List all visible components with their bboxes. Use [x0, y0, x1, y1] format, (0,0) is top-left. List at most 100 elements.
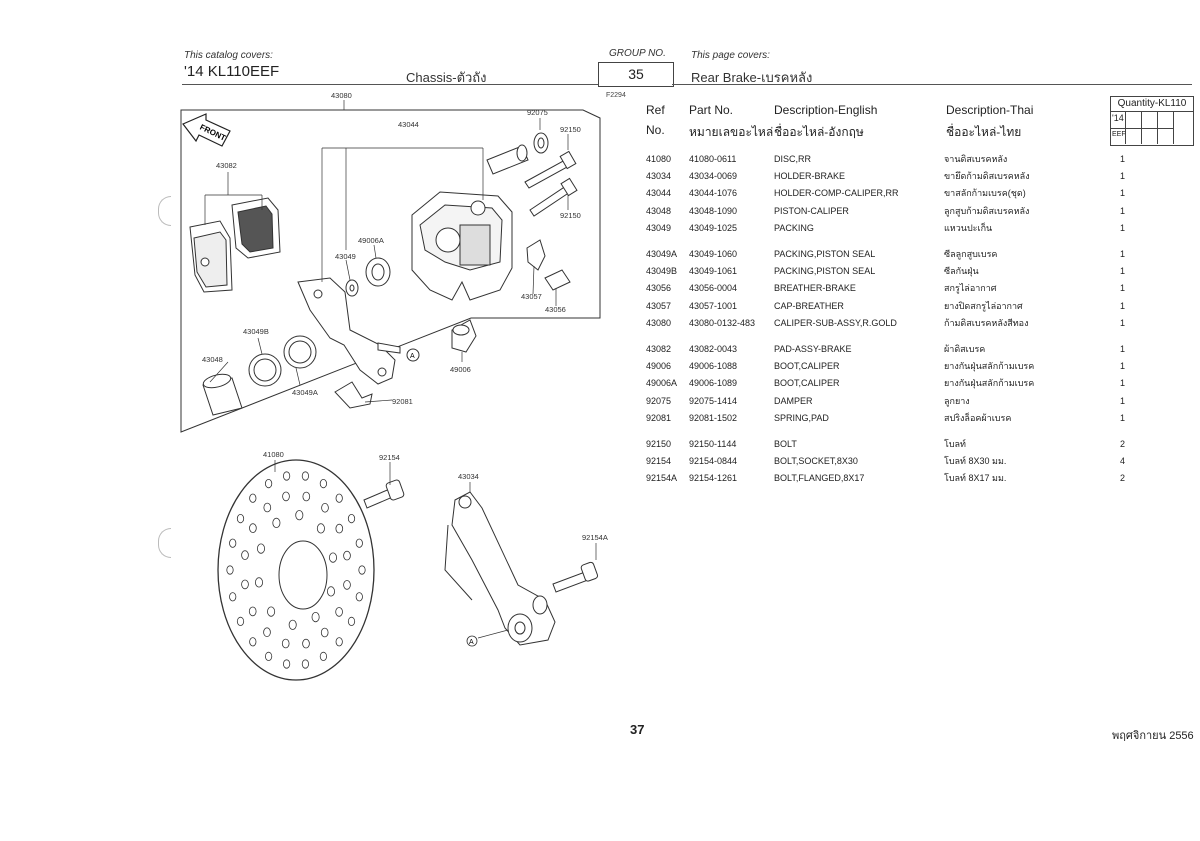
- callout-43044: 43044: [398, 120, 419, 129]
- ref-no: 92154A: [646, 473, 678, 484]
- seals: [345, 257, 391, 297]
- desc-english: HOLDER-BRAKE: [774, 171, 846, 182]
- disc-hole: [226, 565, 234, 575]
- part-no: 92081-1502: [689, 413, 738, 424]
- desc-english: BREATHER-BRAKE: [774, 283, 856, 294]
- page-number: 37: [630, 722, 645, 737]
- desc-english: PACKING: [774, 223, 814, 234]
- ref-no: 92150: [646, 438, 672, 449]
- ref-no: 43048: [646, 205, 672, 216]
- disc-hole: [301, 659, 309, 669]
- ref-no: 43056: [646, 283, 672, 294]
- desc-thai: ผ้าดิสเบรค: [944, 343, 986, 354]
- desc-english: DISC,RR: [774, 153, 812, 164]
- disc-hole: [319, 651, 327, 662]
- quantity: 2: [1120, 438, 1126, 449]
- callout-43048: 43048: [202, 355, 223, 364]
- desc-thai: ซีลกันฝุ่น: [944, 266, 979, 277]
- disc-hole: [264, 651, 273, 662]
- disc-hole: [335, 523, 344, 534]
- callout-49006a: 49006A: [358, 236, 384, 245]
- disc-hole: [326, 586, 335, 597]
- callout-43049: 43049: [335, 252, 356, 261]
- disc-hole: [229, 592, 237, 602]
- front-arrow-icon: FRONT: [182, 113, 231, 147]
- disc-hole: [335, 637, 343, 647]
- part-no: 92075-1414: [689, 395, 738, 406]
- group-number: 35: [598, 62, 674, 87]
- desc-english: HOLDER-COMP-CALIPER,RR: [774, 188, 899, 199]
- desc-thai: ยางปิดสกรูไล่อากาศ: [944, 300, 1023, 311]
- disc-hole: [316, 523, 325, 534]
- desc-english: BOLT,FLANGED,8X17: [774, 473, 865, 484]
- disc-hole: [281, 638, 290, 649]
- disc-hole: [254, 577, 263, 588]
- ref-no: 43049A: [646, 248, 678, 259]
- part-no: 92150-1144: [689, 438, 737, 449]
- callout-92154a: 92154A: [582, 533, 608, 542]
- ref-no: 43034: [646, 171, 672, 182]
- page-title: Rear Brake-เบรคหลัง: [691, 70, 813, 85]
- quantity: 2: [1120, 473, 1126, 484]
- desc-thai: ขาสลักก้ามเบรค(ชุด): [944, 188, 1026, 199]
- quantity-variant: EEF: [1112, 131, 1126, 138]
- ref-no: 43082: [646, 343, 672, 354]
- disc-hole: [236, 616, 245, 627]
- ref-no: 49006A: [646, 378, 678, 389]
- desc-english: PAD-ASSY-BRAKE: [774, 343, 852, 354]
- desc-english: PACKING,PISTON SEAL: [774, 248, 876, 259]
- ref-no: 92081: [646, 413, 672, 424]
- part-no: 43049-1025: [689, 223, 738, 234]
- boot-49006: [451, 319, 477, 353]
- quantity: 1: [1120, 223, 1126, 234]
- col-ref-en: Ref: [646, 103, 665, 117]
- callout-43049a: 43049A: [292, 388, 318, 397]
- callout-92150: 92150: [560, 125, 581, 134]
- disc-hole: [263, 627, 271, 637]
- disc-hole: [282, 491, 290, 502]
- leader-lines-lower: [274, 460, 597, 639]
- callout-41080: 41080: [263, 450, 284, 459]
- disc-hole: [311, 611, 320, 623]
- disc-hole: [328, 552, 337, 563]
- col-desc-thai-en: Description-Thai: [946, 103, 1034, 117]
- quantity: 1: [1120, 171, 1126, 182]
- col-ref-th: No.: [646, 123, 665, 137]
- callout-92075: 92075: [527, 108, 548, 117]
- pad-spring: [334, 381, 373, 409]
- ref-no: 43044: [646, 188, 672, 199]
- quantity: 1: [1120, 360, 1126, 371]
- part-no: 92154-1261: [689, 473, 738, 484]
- desc-thai: โบลท์ 8X17 มม.: [944, 473, 1007, 484]
- brake-disc: [217, 459, 375, 681]
- part-no: 43057-1001: [689, 300, 738, 311]
- caliper-body: [411, 191, 513, 301]
- part-no: 49006-1089: [689, 378, 738, 389]
- quantity: 1: [1120, 378, 1126, 389]
- desc-thai: ยางกันฝุ่นสลักก้ามเบรค: [944, 360, 1035, 371]
- callout-49006: 49006: [450, 365, 471, 374]
- disc-hole: [249, 493, 257, 503]
- disc-hole: [355, 538, 363, 548]
- disc-hole: [343, 550, 351, 561]
- disc-hole: [249, 637, 257, 647]
- slide-pin: [377, 342, 420, 362]
- table-row: 92154A 92154-1261 BOLT,FLANGED,8X17 โบลท์ 8…: [646, 470, 1140, 487]
- caliper-assembly-outline: [180, 109, 601, 433]
- part-no: 43044-1076: [689, 188, 738, 199]
- breather: [526, 239, 571, 291]
- desc-thai: ก้ามดิสเบรคหลังสีทอง: [944, 318, 1029, 329]
- desc-thai: ลูกสูบก้ามดิสเบรคหลัง: [944, 205, 1030, 216]
- part-no: 41080-0611: [689, 153, 737, 164]
- quantity: 4: [1120, 455, 1126, 466]
- disc-hole: [301, 471, 309, 481]
- disc-hole: [302, 638, 310, 649]
- leader-lines: [204, 100, 569, 403]
